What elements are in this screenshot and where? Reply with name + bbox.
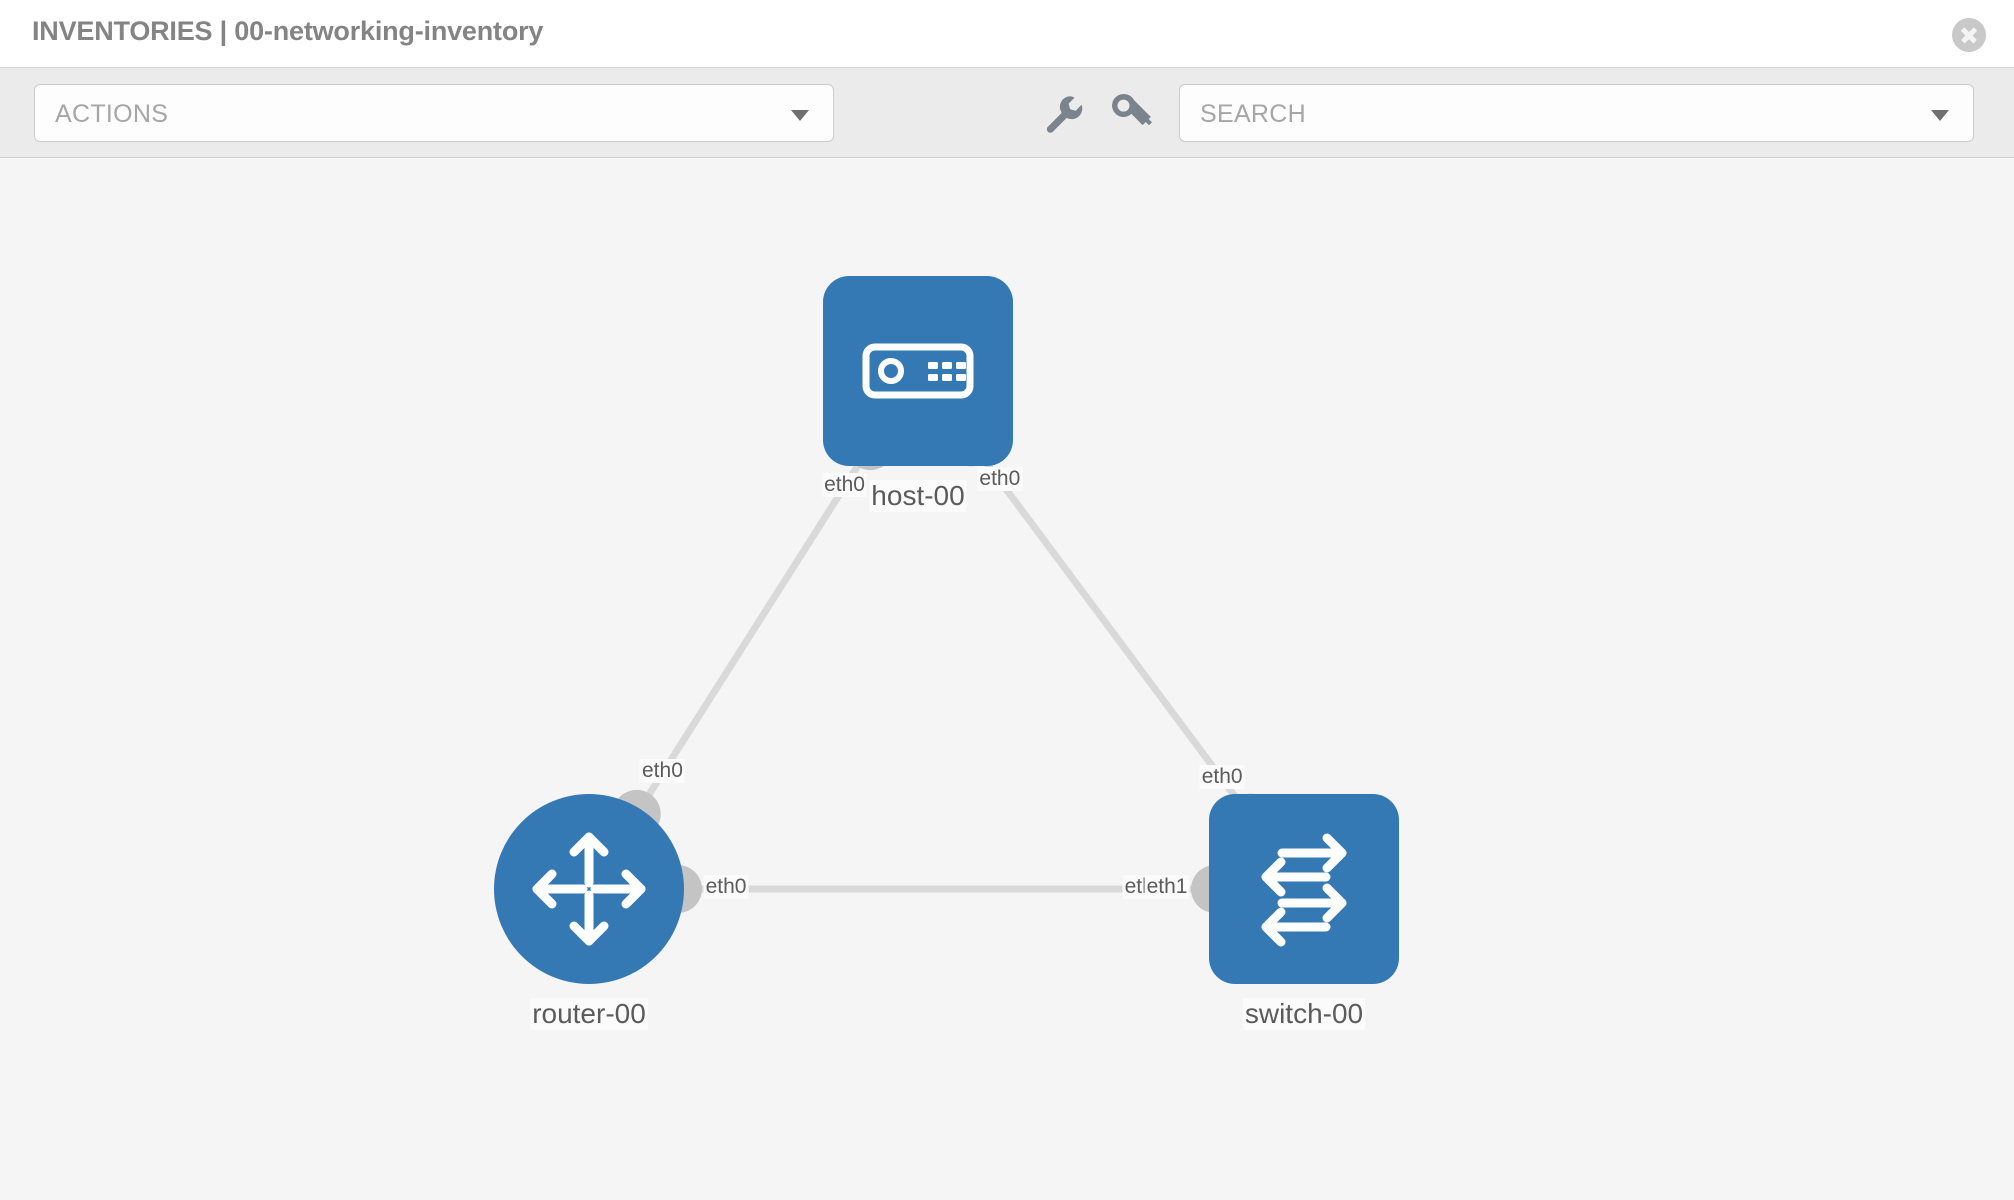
search-placeholder: SEARCH [1200, 100, 1306, 128]
topology-nodes [494, 276, 1399, 984]
close-icon[interactable] [1952, 18, 1986, 52]
titlebar: INVENTORIES | 00-networking-inventory [0, 0, 2014, 68]
chevron-down-icon [1931, 110, 1949, 121]
edge-interface-label: eth0 [822, 472, 867, 497]
topology-graph [494, 276, 1399, 984]
topology-canvas[interactable]: eth0eth0eth0eth0eth0eth0eth1host-00route… [0, 159, 2014, 1200]
edge-interface-label: eth0 [640, 759, 685, 784]
topology-node-router-00[interactable] [494, 794, 684, 984]
wrench-icon[interactable] [1037, 88, 1085, 136]
actions-dropdown-label: ACTIONS [55, 100, 169, 128]
edge-interface-label: eth1 [1144, 875, 1190, 899]
page-title: INVENTORIES | 00-networking-inventory [32, 16, 544, 46]
edge-interface-label: eth0 [1199, 765, 1245, 790]
actions-dropdown[interactable]: ACTIONS [34, 84, 834, 142]
node-label-router-00: router-00 [530, 998, 648, 1030]
toolbar: ACTIONS SEARCH [0, 68, 2014, 158]
topology-node-host-00[interactable] [823, 276, 1013, 466]
edge-interface-label: eth0 [703, 875, 749, 899]
edge-interface-label: eth0 [977, 466, 1023, 491]
node-label-switch-00: switch-00 [1242, 998, 1366, 1030]
chevron-down-icon [791, 110, 809, 121]
topology-node-switch-00[interactable] [1209, 794, 1399, 984]
key-icon[interactable] [1105, 88, 1153, 136]
node-label-host-00: host-00 [869, 480, 967, 512]
search-input[interactable]: SEARCH [1179, 84, 1974, 142]
